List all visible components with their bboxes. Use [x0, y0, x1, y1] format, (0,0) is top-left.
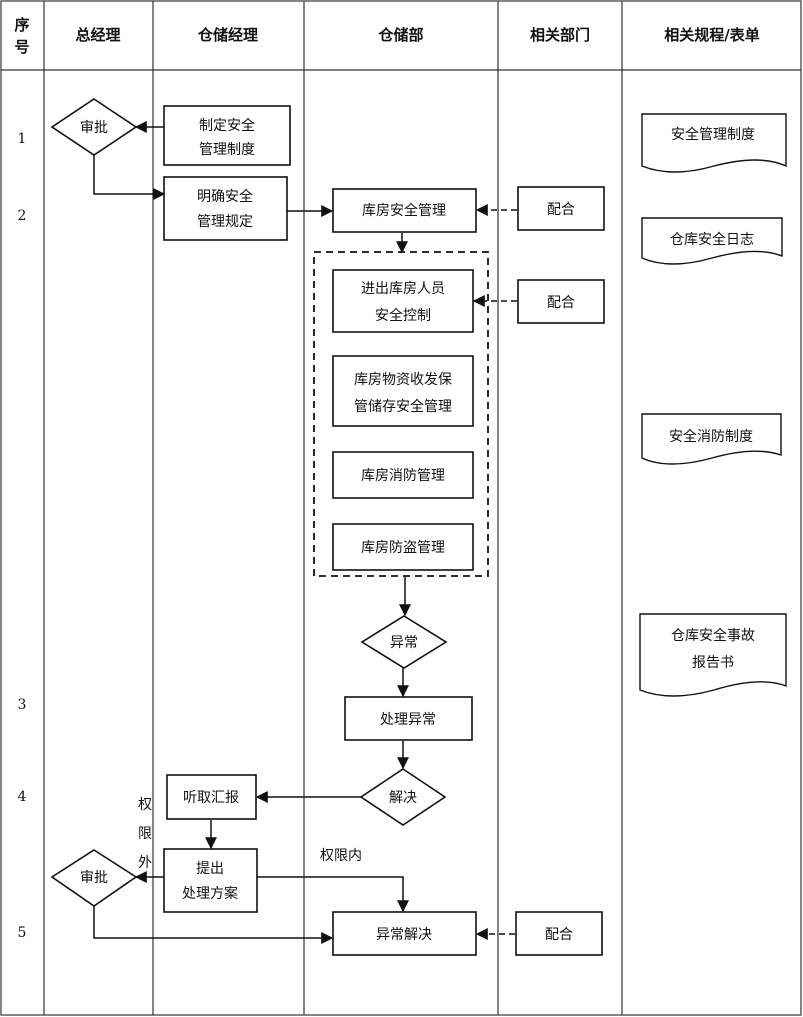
goods-label-1: 库房物资收发保 — [354, 372, 452, 388]
doc-shape-2 — [641, 217, 783, 265]
listen-label: 听取汇报 — [183, 790, 239, 806]
resolved-label: 异常解决 — [376, 927, 432, 943]
theft-management-box — [332, 523, 474, 571]
approve-label-2: 审批 — [80, 870, 108, 886]
store-safety-box — [332, 188, 477, 233]
header-row: 序 号 总经理 仓储经理 仓储部 相关部门 相关规程/表单 — [14, 16, 759, 56]
personnel-label-2: 安全控制 — [375, 307, 431, 324]
outside-authority-label-2: 限 — [138, 826, 152, 842]
document-labels: 安全管理制度 仓库安全日志 安全消防制度 仓库安全事故 报告书 — [669, 126, 755, 671]
doc-shape-3 — [641, 413, 782, 465]
cooperate-label-3: 配合 — [545, 927, 573, 943]
personnel-label-1: 进出库房人员 — [361, 281, 445, 297]
row-number: 1 — [18, 131, 27, 147]
doc-shape-4 — [639, 613, 787, 697]
connectors — [93, 121, 517, 944]
make-rules-box — [163, 105, 291, 166]
inside-authority-label: 权限内 — [320, 848, 362, 864]
cooperate-box-1 — [517, 186, 605, 231]
handle-label: 处理异常 — [380, 712, 436, 728]
clarify-rules-box — [163, 176, 288, 241]
approve-label-1: 审批 — [80, 120, 108, 136]
resolve-label: 解决 — [389, 790, 417, 806]
cooperate-label-1: 配合 — [547, 202, 575, 218]
header-related-dept: 相关部门 — [530, 26, 590, 44]
clarify-label-2: 管理规定 — [197, 214, 253, 230]
arrow-propose-to-resolved — [257, 876, 409, 913]
outside-authority-label-3: 外 — [138, 855, 152, 871]
doc-label-3: 安全消防制度 — [669, 428, 753, 445]
fire-management-box — [332, 451, 474, 499]
doc-shape-1 — [641, 113, 787, 173]
doc-label-4-line1: 仓库安全事故 — [671, 627, 755, 644]
arrow-approve-to-clarify — [93, 155, 166, 200]
approve-diamond-1 — [50, 98, 138, 156]
documents — [639, 113, 787, 697]
make-rules-label-2: 管理制度 — [199, 142, 255, 158]
approve-diamond-2 — [50, 849, 138, 907]
header-related-docs: 相关规程/表单 — [664, 26, 759, 44]
header-gm: 总经理 — [75, 26, 120, 44]
theft-label: 库房防盗管理 — [361, 540, 445, 556]
make-rules-label-1: 制定安全 — [199, 117, 255, 134]
doc-label-1: 安全管理制度 — [671, 126, 755, 143]
arrow-approve2-to-resolved — [93, 906, 334, 944]
goods-safety-box — [332, 355, 474, 427]
abnormal-diamond — [360, 615, 448, 669]
edge-labels: 权 限 外 权限内 — [138, 797, 362, 871]
doc-label-2: 仓库安全日志 — [670, 231, 754, 248]
listen-report-box — [166, 774, 257, 820]
doc-label-4-line2: 报告书 — [692, 655, 734, 671]
propose-label-2: 处理方案 — [182, 885, 238, 902]
row-number: 2 — [18, 208, 27, 224]
fire-label: 库房消防管理 — [361, 468, 445, 484]
row-number: 3 — [18, 697, 27, 713]
subprocess-group — [313, 251, 489, 577]
header-wh-dept: 仓储部 — [377, 26, 423, 44]
header-seq-line2: 号 — [14, 38, 29, 56]
header-seq-line1: 序 — [14, 16, 29, 34]
propose-plan-box — [163, 848, 258, 913]
node-labels: 审批 制定安全 管理制度 明确安全 管理规定 库房安全管理 配合 进出库房人员 … — [80, 117, 575, 943]
propose-label-1: 提出 — [196, 861, 224, 877]
nodes — [50, 98, 605, 956]
header-wh-manager: 仓储经理 — [197, 26, 258, 44]
store-safety-label: 库房安全管理 — [362, 202, 446, 219]
goods-label-2: 管储存安全管理 — [354, 398, 452, 415]
handle-abnormal-box — [344, 696, 473, 741]
abnormal-resolved-box — [332, 911, 477, 956]
cooperate-label-2: 配合 — [547, 295, 575, 311]
personnel-control-box — [332, 269, 474, 333]
row-numbers: 1 2 3 4 5 — [18, 131, 27, 941]
abnormal-label: 异常 — [390, 635, 418, 651]
cooperate-box-3 — [515, 911, 603, 956]
row-number: 4 — [18, 789, 27, 805]
outside-authority-label-1: 权 — [138, 797, 152, 813]
resolve-diamond — [359, 768, 447, 826]
clarify-label-1: 明确安全 — [197, 188, 253, 205]
row-number: 5 — [18, 925, 27, 941]
cooperate-box-2 — [517, 279, 605, 324]
